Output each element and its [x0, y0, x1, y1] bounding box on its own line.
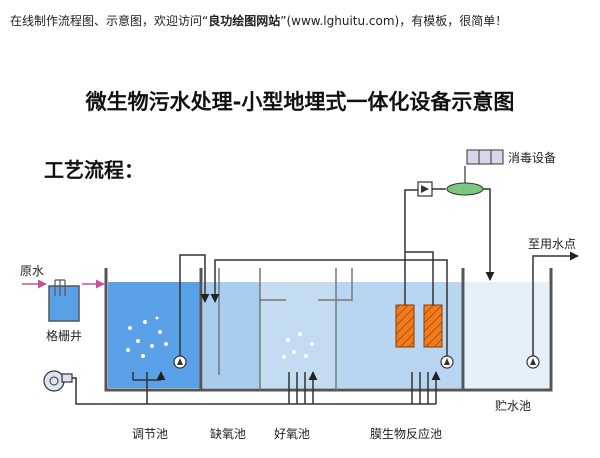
label-aerobic-tank: 好氧池 — [274, 427, 310, 441]
baffle-aerobic-3 — [318, 268, 353, 301]
banner: 在线制作流程图、示意图，欢迎访问“良功绘图网站”(www.lghuitu.com… — [10, 12, 507, 29]
return-pipe — [210, 259, 448, 356]
label-storage-tank: 贮水池 — [495, 398, 531, 413]
screen-well-grid — [54, 279, 66, 296]
disinfection-device-icon — [466, 149, 504, 165]
lift-pipe — [179, 254, 210, 356]
membrane-module-1 — [395, 304, 415, 348]
label-anoxic-tank: 缺氧池 — [210, 426, 246, 441]
membrane-module-2 — [423, 304, 443, 348]
air-pipes-aerobic — [288, 372, 313, 404]
label-to-use: 至用水点 — [528, 237, 576, 251]
banner-prefix: 在线制作流程图、示意图，欢迎访问“ — [10, 14, 209, 28]
pump-icon — [173, 355, 187, 369]
label-screen-well: 格栅井 — [46, 328, 82, 343]
air-pipes-mbr — [411, 372, 436, 404]
label-raw-water: 原水 — [20, 264, 44, 278]
anoxic-tank-water — [203, 282, 260, 388]
label-regulating-tank: 调节池 — [132, 427, 168, 441]
banner-suffix: ”(www.lghuitu.com)，有模板，很简单！ — [280, 14, 508, 28]
label-disinfection: 消毒设备 — [508, 151, 556, 165]
banner-site-name[interactable]: 良功绘图网站 — [208, 14, 281, 28]
outlet-pipe — [532, 251, 579, 356]
pump-icon — [440, 355, 454, 369]
to-storage-pipe — [483, 188, 495, 281]
suction-pump-icon — [417, 181, 433, 197]
process-flow-heading: 工艺流程： — [44, 158, 144, 182]
regulating-bubbles — [126, 316, 168, 358]
regulating-tank-water — [108, 282, 200, 388]
air-drops-regulating — [132, 372, 161, 380]
label-mbr-tank: 膜生物反应池 — [370, 426, 442, 441]
air-main-pipe — [72, 377, 436, 405]
page-title: 微生物污水处理-小型地埋式一体化设备示意图 — [85, 90, 515, 114]
pump-icon — [526, 355, 540, 369]
aerobic-tank-water — [260, 282, 336, 388]
main-tank-outline — [104, 268, 553, 392]
storage-tank-water — [465, 282, 549, 388]
screen-well — [48, 285, 80, 322]
flow-valve-icon — [446, 182, 484, 196]
blower-icon — [43, 370, 73, 392]
membrane-outlet-pipe — [404, 189, 434, 305]
aerobic-bubbles — [282, 332, 314, 359]
